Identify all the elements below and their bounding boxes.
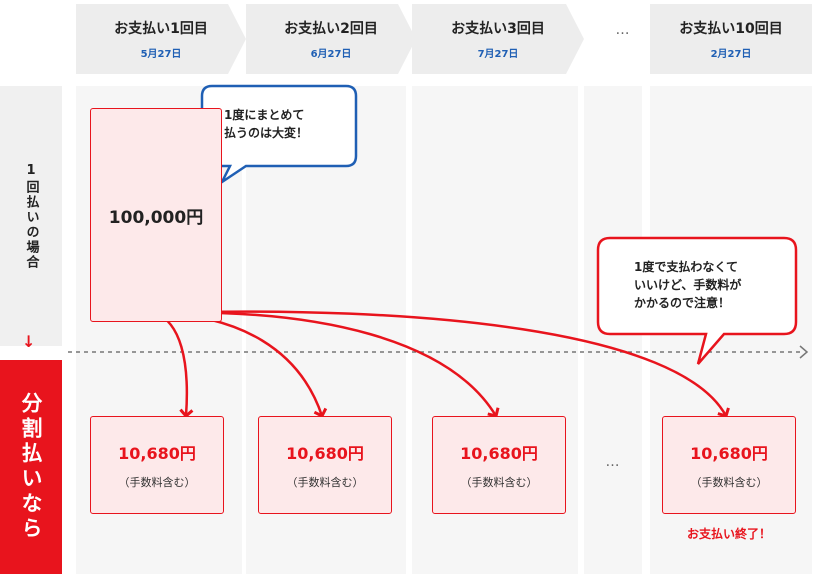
single-payment-label-text: 1回払いの場合 <box>23 162 39 270</box>
step-date: 7月27日 <box>477 49 519 60</box>
curve-arrow-1 <box>154 311 194 419</box>
installment-box-2: 10,680円 （手数料含む） <box>258 416 392 514</box>
single-payment-label: 1回払いの場合 <box>0 86 62 346</box>
header-ellipsis: … <box>615 22 631 38</box>
bubble-line: いいけど、手数料が <box>634 278 742 292</box>
curve-arrow-3 <box>154 311 500 418</box>
installment-box-1: 10,680円 （手数料含む） <box>90 416 224 514</box>
curve-arrow-2 <box>154 311 328 419</box>
left-bubble-text: 1度にまとめて 払うのは大変！ <box>224 106 344 142</box>
single-payment-box: 100,000円 <box>90 108 222 322</box>
installment-note: （手数料含む） <box>118 476 196 489</box>
installment-amount: 10,680円 <box>286 444 364 463</box>
step-date: 6月27日 <box>310 49 352 60</box>
down-arrow-icon: ↓ <box>22 332 36 351</box>
step-title: お支払い3回目 <box>451 21 545 37</box>
step-title: お支払い1回目 <box>114 21 208 37</box>
step-date: 5月27日 <box>140 49 182 60</box>
installment-box-3: 10,680円 （手数料含む） <box>432 416 566 514</box>
step-date: 2月27日 <box>710 49 752 60</box>
installment-note: （手数料含む） <box>460 476 538 489</box>
bubble-line: 1度にまとめて <box>224 108 305 122</box>
installment-box-10: 10,680円 （手数料含む） <box>662 416 796 514</box>
installment-amount: 10,680円 <box>118 444 196 463</box>
right-speech-bubble <box>596 236 798 365</box>
installment-amount: 10,680円 <box>690 444 768 463</box>
divider-arrow-icon <box>799 345 809 359</box>
bubble-line: 払うのは大変！ <box>224 126 309 140</box>
header-step-10: お支払い10回目 2月27日 <box>650 4 812 74</box>
installment-label-text: 分割払いなら <box>19 392 43 542</box>
payment-complete-text: お支払い終了！ <box>686 527 771 541</box>
bubble-line: かかるので注意！ <box>634 296 731 310</box>
installment-note: （手数料含む） <box>286 476 364 489</box>
installment-amount: 10,680円 <box>460 444 538 463</box>
header-step-1: お支払い1回目 5月27日 <box>76 4 246 74</box>
header-step-3: お支払い3回目 7月27日 <box>412 4 584 74</box>
installment-ellipsis: … <box>605 454 621 470</box>
installment-label: 分割払いなら <box>0 360 62 574</box>
left-speech-bubble <box>200 84 358 186</box>
installment-note: （手数料含む） <box>690 476 768 489</box>
right-bubble-text: 1度で支払わなくて いいけど、手数料が かかるので注意！ <box>634 258 784 312</box>
curve-arrow-4 <box>154 310 730 418</box>
step-title: お支払い10回目 <box>679 21 783 37</box>
bubble-line: 1度で支払わなくて <box>634 260 738 274</box>
step-title: お支払い2回目 <box>284 21 378 37</box>
header-step-2: お支払い2回目 6月27日 <box>246 4 416 74</box>
single-payment-amount: 100,000円 <box>108 207 204 228</box>
